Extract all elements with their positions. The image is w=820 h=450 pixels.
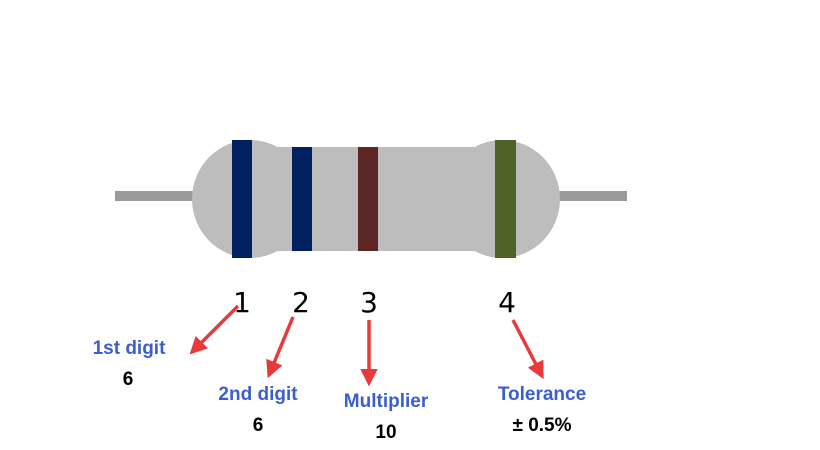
arrow-1 bbox=[189, 304, 240, 355]
value-1st-digit: 6 bbox=[122, 369, 134, 390]
band-number-3: 3 bbox=[360, 286, 378, 319]
value-multiplier: 10 bbox=[375, 422, 397, 443]
value-2nd-digit: 6 bbox=[252, 415, 264, 436]
band-4 bbox=[495, 140, 516, 258]
label-1st-digit: 1st digit bbox=[92, 338, 166, 359]
value-tolerance: ± 0.5% bbox=[512, 415, 572, 436]
band-3 bbox=[358, 147, 378, 251]
band-1 bbox=[232, 140, 252, 258]
label-multiplier: Multiplier bbox=[343, 391, 429, 412]
band-number-4: 4 bbox=[498, 286, 516, 319]
band-2 bbox=[292, 147, 312, 251]
label-tolerance: Tolerance bbox=[497, 384, 587, 405]
label-2nd-digit: 2nd digit bbox=[218, 384, 298, 405]
arrow-2 bbox=[266, 316, 295, 379]
right-lead bbox=[555, 191, 627, 201]
band-number-2: 2 bbox=[292, 286, 310, 319]
left-lead bbox=[115, 191, 197, 201]
band-number-1: 1 bbox=[233, 286, 251, 319]
arrow-4 bbox=[511, 319, 544, 380]
